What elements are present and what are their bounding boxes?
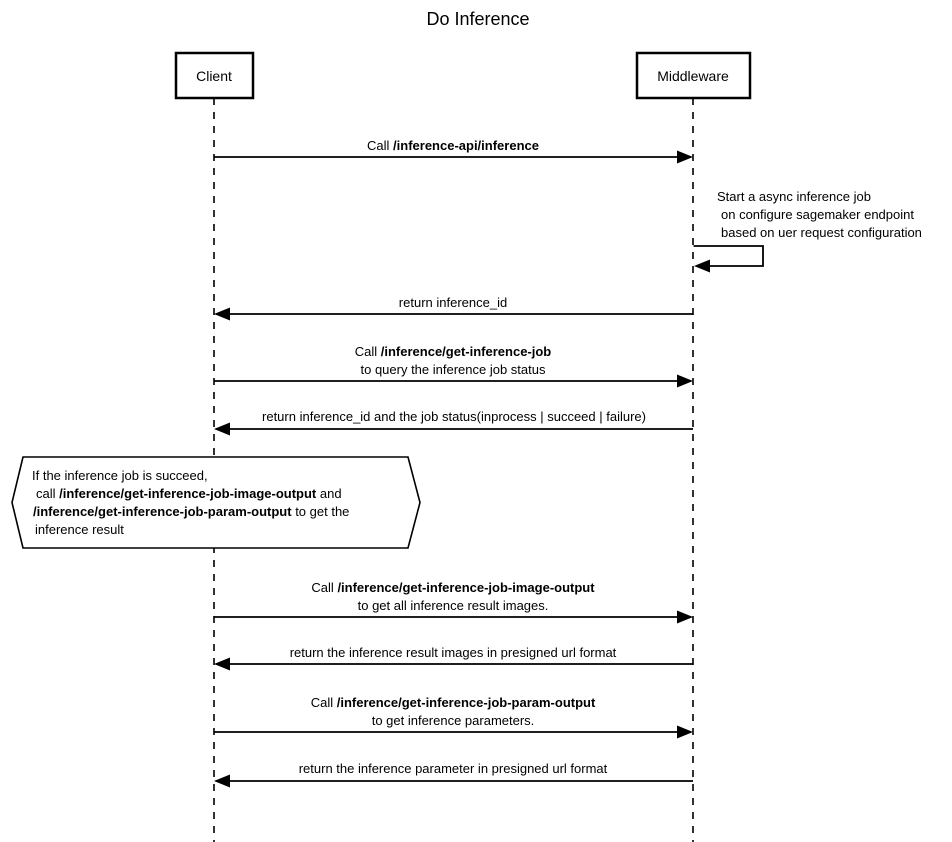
message-label: return inference_id and the job status(i… <box>262 409 646 424</box>
message-text: Call <box>355 344 381 359</box>
note-if-job-succeed: If the inference job is succeed, call /i… <box>11 456 421 549</box>
diagram-title: Do Inference <box>426 9 529 29</box>
message-label: Call /inference/get-inference-job-param-… <box>311 695 596 710</box>
message-label: return the inference result images in pr… <box>290 645 617 660</box>
self-message-line2: on configure sagemaker endpoint <box>721 207 914 222</box>
message-label-line2: to query the inference job status <box>360 362 546 377</box>
message-label: Call /inference/get-inference-job <box>355 344 552 359</box>
message-return-job-status: return inference_id and the job status(i… <box>214 409 693 436</box>
note-line3: /inference/get-inference-job-param-outpu… <box>33 504 349 519</box>
message-path: /inference-api/inference <box>393 138 539 153</box>
message-return-inference-id: return inference_id <box>214 295 693 321</box>
arrowhead-right-icon <box>677 374 693 388</box>
message-path: /inference/get-inference-job-image-outpu… <box>337 580 595 595</box>
message-call-get-param-output: Call /inference/get-inference-job-param-… <box>214 695 693 739</box>
note-line4: inference result <box>35 522 124 537</box>
arrowhead-right-icon <box>677 150 693 164</box>
arrowhead-left-icon <box>694 259 710 273</box>
message-return-result-images: return the inference result images in pr… <box>214 645 693 671</box>
message-call-get-inference-job: Call /inference/get-inference-job to que… <box>214 344 693 388</box>
message-label: Call /inference-api/inference <box>367 138 539 153</box>
arrowhead-left-icon <box>214 774 230 788</box>
arrowhead-left-icon <box>214 657 230 671</box>
message-path: /inference/get-inference-job-param-outpu… <box>337 695 596 710</box>
message-call-get-image-output: Call /inference/get-inference-job-image-… <box>214 580 693 624</box>
message-call-inference-api: Call /inference-api/inference <box>214 138 693 164</box>
note-path: /inference/get-inference-job-param-outpu… <box>33 504 292 519</box>
message-text: Call <box>367 138 393 153</box>
note-line2: call /inference/get-inference-job-image-… <box>36 486 342 501</box>
arrowhead-left-icon <box>214 422 230 436</box>
note-path: /inference/get-inference-job-image-outpu… <box>59 486 317 501</box>
note-hexagon <box>11 456 421 549</box>
actor-label-client: Client <box>196 68 232 84</box>
actor-box-middleware <box>635 51 752 100</box>
arrowhead-right-icon <box>677 610 693 624</box>
actor-client: Client <box>174 51 255 100</box>
message-path: /inference/get-inference-job <box>381 344 552 359</box>
actor-label-middleware: Middleware <box>657 68 729 84</box>
note-text: and <box>316 486 341 501</box>
arrowhead-right-icon <box>677 725 693 739</box>
message-label-line2: to get all inference result images. <box>358 598 549 613</box>
self-message-loop-line <box>693 245 764 267</box>
message-label-line2: to get inference parameters. <box>372 713 535 728</box>
actor-middleware: Middleware <box>635 51 752 100</box>
message-label: return inference_id <box>399 295 507 310</box>
message-label: Call /inference/get-inference-job-image-… <box>311 580 595 595</box>
actor-box-client <box>174 51 255 100</box>
note-text: to get the <box>292 504 350 519</box>
self-message-start-job: Start a async inference job on configure… <box>693 189 922 273</box>
message-text: Call <box>311 580 337 595</box>
message-label: return the inference parameter in presig… <box>299 761 608 776</box>
self-message-line3: based on uer request configuration <box>721 225 922 240</box>
self-message-line1: Start a async inference job <box>717 189 871 204</box>
note-line1: If the inference job is succeed, <box>32 468 208 483</box>
note-text: call <box>36 486 59 501</box>
message-return-inference-parameter: return the inference parameter in presig… <box>214 761 693 788</box>
message-text: Call <box>311 695 337 710</box>
arrowhead-left-icon <box>214 307 230 321</box>
